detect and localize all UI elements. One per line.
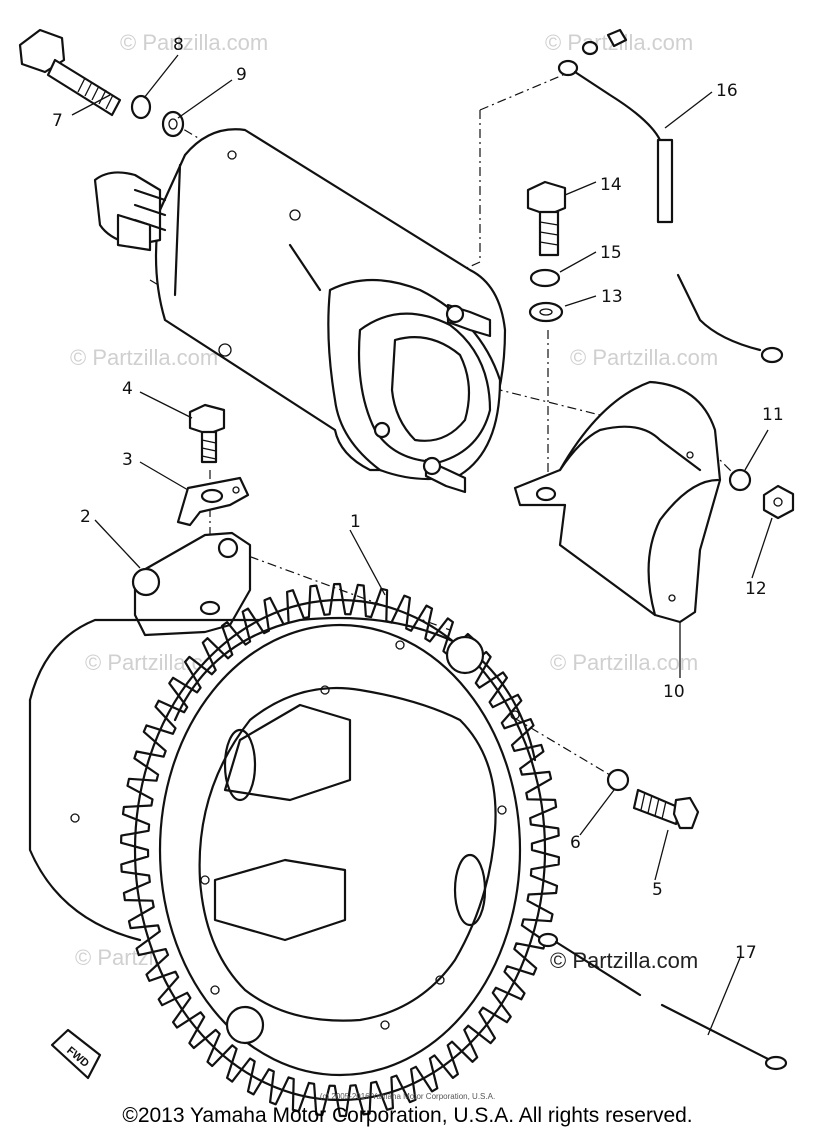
- watermark-8: © Partzilla.com: [550, 948, 698, 973]
- small-copyright: (c) 2005-2016 Yamaha Motor Corporation, …: [319, 1092, 496, 1101]
- watermarks: © Partzilla.com © Partzilla.com © Partzi…: [70, 30, 718, 973]
- washer-11: [728, 468, 752, 492]
- watermark-6: © Partzilla.com: [550, 650, 698, 675]
- callout-13: 13: [601, 287, 623, 307]
- fwd-arrow: FWD: [50, 1028, 102, 1080]
- callout-16: 16: [716, 81, 738, 101]
- callout-12: 12: [745, 579, 767, 599]
- callout-numbers: 1 2 3 4 5 6 7 8 9 10 11 12 13 14 15 16 1…: [52, 35, 784, 963]
- lock-plate-3: [176, 476, 250, 527]
- callout-6: 6: [570, 833, 581, 853]
- washer-9: [161, 110, 185, 138]
- nut-12: [762, 484, 795, 520]
- washer-8: [130, 94, 152, 120]
- callout-4: 4: [122, 379, 133, 399]
- callout-8: 8: [173, 35, 184, 55]
- starter-motor: [93, 128, 507, 494]
- callout-5: 5: [652, 880, 663, 900]
- callout-11: 11: [762, 405, 784, 425]
- bolt-7: [18, 28, 122, 117]
- callout-7: 7: [52, 111, 63, 131]
- bracket-2: [131, 531, 252, 637]
- lead-wire-16: [557, 28, 784, 364]
- bolt-4: [188, 403, 226, 464]
- callout-3: 3: [122, 450, 133, 470]
- starter-gear-1: [28, 582, 560, 1118]
- callout-2: 2: [80, 507, 91, 527]
- callout-10: 10: [663, 682, 685, 702]
- leader-lines: [71, 54, 773, 1036]
- callout-15: 15: [600, 243, 622, 263]
- watermark-1: © Partzilla.com: [120, 30, 268, 55]
- footer-copyright: ©2013 Yamaha Motor Corporation, U.S.A. A…: [122, 1104, 693, 1127]
- washer-13: [528, 301, 564, 323]
- washer-6: [606, 768, 630, 792]
- cover-10: [513, 380, 722, 624]
- callout-14: 14: [600, 175, 622, 195]
- watermark-4: © Partzilla.com: [570, 345, 718, 370]
- lead-wire-17: [537, 932, 788, 1071]
- bolt-14: [526, 180, 567, 257]
- lock-washer-15: [529, 268, 561, 288]
- callout-9: 9: [236, 65, 247, 85]
- bolt-5: [632, 788, 700, 830]
- callout-1: 1: [350, 512, 361, 532]
- callout-17: 17: [735, 943, 757, 963]
- watermark-3: © Partzilla.com: [70, 345, 218, 370]
